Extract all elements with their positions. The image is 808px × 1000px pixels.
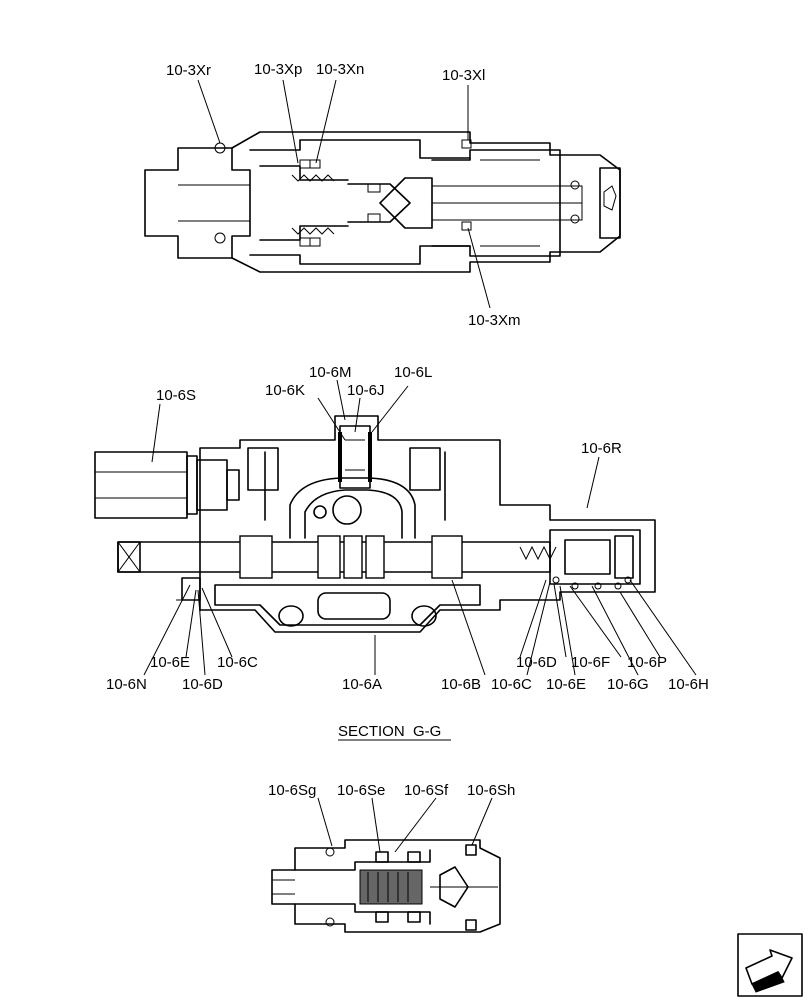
bottom-cartridge-drawing xyxy=(271,797,501,933)
label-10-6A: 10-6A xyxy=(342,676,382,693)
top-relief-valve-drawing xyxy=(144,79,621,309)
label-10-6P: 10-6P xyxy=(627,654,667,671)
label-10-3Xn: 10-3Xn xyxy=(316,61,364,78)
section-g-g-drawing xyxy=(94,379,697,676)
label-10-6K: 10-6K xyxy=(265,382,305,399)
label-10-6C-left: 10-6C xyxy=(217,654,258,671)
label-10-3Xp: 10-3Xp xyxy=(254,61,302,78)
label-10-6J: 10-6J xyxy=(347,382,385,399)
label-10-6R: 10-6R xyxy=(581,440,622,457)
label-10-6Se: 10-6Se xyxy=(337,782,385,799)
label-10-6D-left: 10-6D xyxy=(182,676,223,693)
label-10-6L: 10-6L xyxy=(394,364,432,381)
label-10-6E-right: 10-6E xyxy=(546,676,586,693)
label-10-6B: 10-6B xyxy=(441,676,481,693)
label-10-6H: 10-6H xyxy=(668,676,709,693)
label-10-6N: 10-6N xyxy=(106,676,147,693)
label-10-6G: 10-6G xyxy=(607,676,649,693)
label-10-6E-left: 10-6E xyxy=(150,654,190,671)
label-10-3Xl: 10-3Xl xyxy=(442,67,485,84)
label-10-6D-right: 10-6D xyxy=(516,654,557,671)
label-10-6M: 10-6M xyxy=(309,364,352,381)
label-10-3Xm: 10-3Xm xyxy=(468,312,521,329)
label-10-6Sg: 10-6Sg xyxy=(268,782,316,799)
label-10-6Sh: 10-6Sh xyxy=(467,782,515,799)
section-caption: SECTION G-G xyxy=(338,723,441,740)
label-10-6C-right: 10-6C xyxy=(491,676,532,693)
label-10-3Xr: 10-3Xr xyxy=(166,62,211,79)
next-page-arrow-icon[interactable] xyxy=(737,933,803,997)
label-10-6S: 10-6S xyxy=(156,387,196,404)
label-10-6F: 10-6F xyxy=(571,654,610,671)
label-10-6Sf: 10-6Sf xyxy=(404,782,449,799)
